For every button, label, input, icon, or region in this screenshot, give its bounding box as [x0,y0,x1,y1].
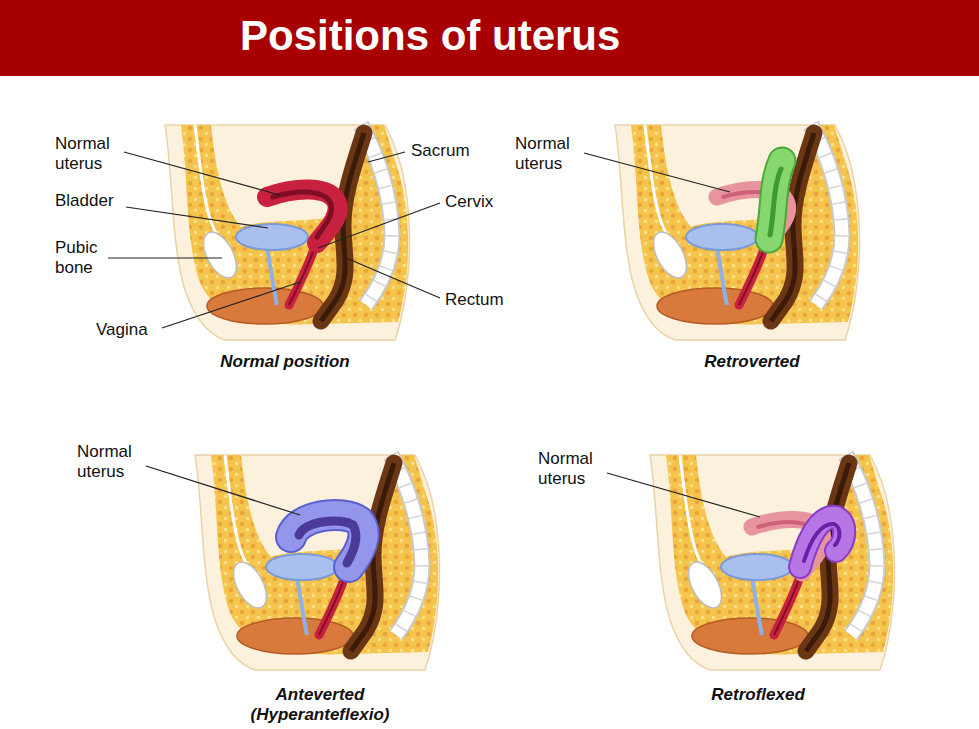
part-label: Normal uterus [515,134,585,174]
panel-retroverted [615,125,860,340]
pelvis [165,125,410,340]
panel-anteverted [195,455,440,670]
uterus-cavity [804,524,839,561]
leader-lines [108,152,760,517]
part-label: Sacrum [411,141,470,161]
uterus-cavity [299,521,356,563]
uterus [267,189,338,243]
uterus-outline [291,515,364,567]
panel-normal [165,125,410,340]
part-label: Normal uterus [77,442,147,482]
title-bar [0,0,979,76]
part-label: Rectum [445,290,504,310]
leader-line [162,282,300,328]
pelvis [615,125,860,340]
retroflexed-uterus [800,517,844,567]
part-label: Pubic bone [55,238,107,278]
part-label: Vagina [96,320,148,340]
panel-caption: Normal position [175,352,395,372]
part-label: Bladder [55,191,114,211]
panel-caption: Anteverted (Hyperanteflexio) [220,685,420,725]
panel-retroflexed [650,455,895,670]
panel-caption: Retroflexed [658,685,858,705]
leader-line [146,466,300,515]
uterus-outline [800,517,844,567]
pelvis [650,455,895,670]
page-title: Positions of uterus [240,11,620,61]
leader-line [607,473,760,517]
leader-line [346,258,440,298]
anteverted-uterus [291,515,364,567]
uterus-cavity [770,169,781,235]
uterus-cavity [273,192,332,237]
retroverted-uterus [769,161,782,239]
uterus-outline [769,161,782,239]
part-label: Cervix [445,192,493,212]
leader-line [126,207,268,228]
leader-line [584,153,730,192]
leader-line [318,203,440,248]
part-label: Normal uterus [538,449,608,489]
part-label: Normal uterus [55,134,125,174]
pelvis [195,455,440,670]
leader-line [368,152,405,162]
leader-line [124,152,280,195]
leader-line [108,257,222,258]
panel-caption: Retroverted [652,352,852,372]
